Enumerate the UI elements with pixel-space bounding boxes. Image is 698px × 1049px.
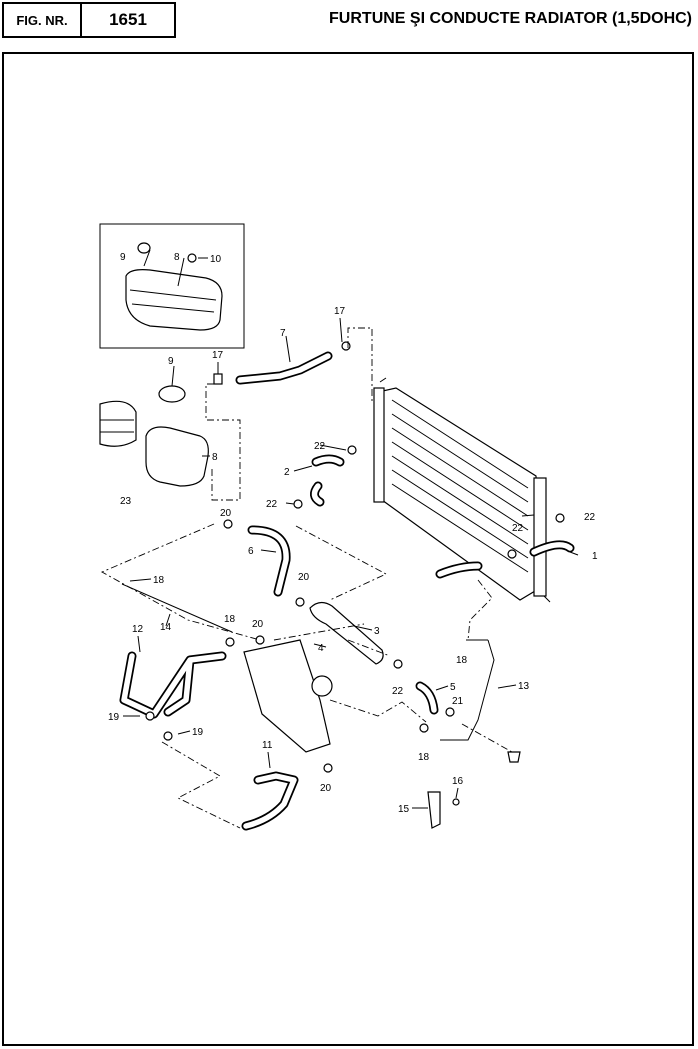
callout-10: 10 bbox=[210, 254, 222, 265]
callout-18-left: 18 bbox=[153, 575, 165, 586]
engine-block bbox=[243, 639, 331, 753]
callout-17-upper: 17 bbox=[334, 306, 346, 317]
callout-14: 14 bbox=[160, 622, 172, 633]
inset-expansion-tank bbox=[125, 269, 223, 331]
inset-detail bbox=[99, 223, 245, 349]
callout-6: 6 bbox=[248, 546, 254, 557]
inset-nut bbox=[187, 253, 197, 263]
callout-2: 2 bbox=[284, 467, 290, 478]
callout-8: 8 bbox=[212, 452, 218, 463]
assembly-lines bbox=[100, 327, 513, 829]
expansion-tank bbox=[99, 385, 209, 487]
clamps bbox=[121, 341, 565, 829]
callout-22-left: 22 bbox=[266, 499, 278, 510]
callout-8-inset: 8 bbox=[174, 252, 180, 263]
diagram-frame bbox=[2, 52, 694, 1046]
hose-bracket bbox=[427, 791, 441, 829]
callout-5: 5 bbox=[450, 682, 456, 693]
callout-22-lower: 22 bbox=[392, 686, 404, 697]
callout-20-bottom: 20 bbox=[320, 783, 332, 794]
callouts: 1 2 3 4 5 6 7 8 8 9 9 10 11 12 13 14 15 … bbox=[108, 252, 598, 815]
callout-19-left: 19 bbox=[108, 712, 120, 723]
callout-18-mid: 18 bbox=[224, 614, 236, 625]
page-title: FURTUNE ŞI CONDUCTE RADIATOR (1,5DOHC) bbox=[329, 10, 692, 27]
callout-12: 12 bbox=[132, 624, 144, 635]
tank-cap bbox=[158, 385, 186, 403]
water-pipe bbox=[243, 601, 384, 753]
callout-21: 21 bbox=[452, 696, 464, 707]
callout-9: 9 bbox=[168, 356, 174, 367]
callout-22-radiator: 22 bbox=[512, 523, 524, 534]
callout-19-right: 19 bbox=[192, 727, 204, 738]
callout-3: 3 bbox=[374, 626, 380, 637]
callout-1: 1 bbox=[592, 551, 598, 562]
callout-20-engine: 20 bbox=[252, 619, 264, 630]
callout-18-right: 18 bbox=[456, 655, 468, 666]
callout-18-bottom: 18 bbox=[418, 752, 430, 763]
callout-16: 16 bbox=[452, 776, 464, 787]
callout-20-mid: 20 bbox=[298, 572, 310, 583]
callout-22-right: 22 bbox=[584, 512, 596, 523]
callout-13: 13 bbox=[518, 681, 530, 692]
callout-7: 7 bbox=[280, 328, 286, 339]
callout-20-upper: 20 bbox=[220, 508, 232, 519]
radiator bbox=[373, 377, 551, 603]
callout-9-inset: 9 bbox=[120, 252, 126, 263]
callout-15: 15 bbox=[398, 804, 410, 815]
callout-17: 17 bbox=[212, 350, 224, 361]
callout-22-upper: 22 bbox=[314, 441, 326, 452]
callout-11: 11 bbox=[262, 740, 273, 751]
figure-number: 1651 bbox=[80, 2, 176, 38]
callout-4: 4 bbox=[318, 643, 324, 654]
hoses bbox=[119, 351, 575, 831]
callout-23: 23 bbox=[120, 496, 132, 507]
inset-cap bbox=[137, 242, 151, 254]
